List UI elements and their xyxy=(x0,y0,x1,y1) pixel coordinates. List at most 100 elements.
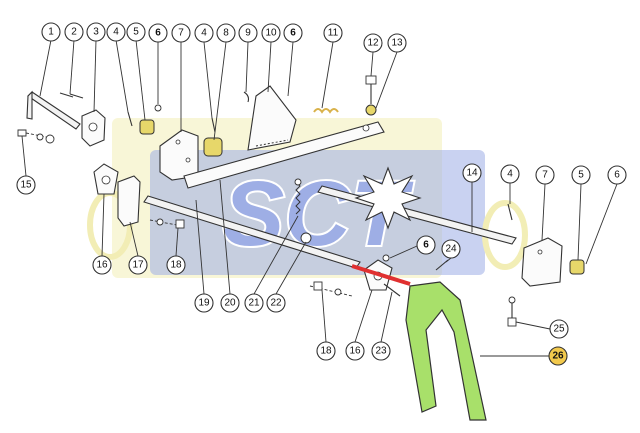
callout-label: 10 xyxy=(265,28,277,39)
detail-starburst xyxy=(354,166,422,230)
callout-label: 17 xyxy=(132,260,144,271)
callout-6c: 6 xyxy=(607,165,627,185)
callout-label: 16 xyxy=(349,346,361,357)
parts xyxy=(17,75,585,421)
callout-label: 21 xyxy=(248,298,260,309)
plate-hole xyxy=(175,139,181,145)
bolt-head xyxy=(365,75,377,85)
tension-spring xyxy=(313,108,339,114)
callout-14: 14 xyxy=(462,163,482,183)
callout-label: 15 xyxy=(20,180,32,191)
callout-4: 4 xyxy=(106,22,126,42)
callout-4c: 4 xyxy=(500,164,520,184)
flat-linkage-bar xyxy=(183,121,385,189)
callout-label: 16 xyxy=(96,260,108,271)
callout-label: 23 xyxy=(375,346,387,357)
grease-nipple xyxy=(382,254,390,262)
nut xyxy=(45,134,55,144)
callout-label: 19 xyxy=(198,298,210,309)
callout-label: 3 xyxy=(93,27,99,38)
pivot-hole xyxy=(101,175,111,185)
leader-25 xyxy=(515,321,551,330)
return-spring xyxy=(295,181,301,215)
leader-3 xyxy=(93,39,97,113)
cotter-pin xyxy=(69,93,84,99)
leader-16a xyxy=(101,193,105,257)
bolt-head xyxy=(17,129,27,137)
callout-label: 7 xyxy=(542,170,548,181)
red-axis-marker xyxy=(351,264,411,286)
leader-9 xyxy=(245,41,249,93)
callout-17: 17 xyxy=(128,255,148,275)
bushing xyxy=(569,259,585,275)
callout-label: 4 xyxy=(201,28,207,39)
leader-12 xyxy=(370,51,374,77)
callout-label: 5 xyxy=(578,170,584,181)
leader-18a xyxy=(175,227,179,257)
callout-label: 24 xyxy=(445,244,457,255)
lever-handle xyxy=(27,91,81,130)
callout-label: 20 xyxy=(224,298,236,309)
leader-23 xyxy=(380,291,393,343)
callout-label: 5 xyxy=(133,27,139,38)
callout-8: 8 xyxy=(216,23,236,43)
leader-21 xyxy=(253,215,299,295)
bushing xyxy=(139,119,155,135)
leader-24 xyxy=(445,257,452,263)
leader-18b xyxy=(321,289,327,343)
callout-label: 6 xyxy=(290,28,296,39)
washer xyxy=(334,288,342,296)
callout-label: 22 xyxy=(270,298,282,309)
washer xyxy=(508,296,516,304)
callout-12: 12 xyxy=(363,33,383,53)
leader-5b xyxy=(577,183,582,261)
leader-7b xyxy=(541,183,546,241)
plate-hole xyxy=(537,249,543,255)
spring-clip xyxy=(243,91,250,103)
leader-1 xyxy=(39,39,52,97)
leader-6b xyxy=(287,41,294,97)
callout-6: 6 xyxy=(148,23,168,43)
callout-6d: 6 xyxy=(416,235,436,255)
callout-7: 7 xyxy=(171,23,191,43)
leader-4b xyxy=(203,41,213,119)
callout-23: 23 xyxy=(371,341,391,361)
callout-9: 9 xyxy=(238,23,258,43)
callout-26-highlighted: 26 xyxy=(548,346,568,366)
callout-15: 15 xyxy=(16,175,36,195)
callout-4b: 4 xyxy=(194,23,214,43)
callout-label: 8 xyxy=(223,28,229,39)
leader-13 xyxy=(375,51,398,109)
callout-16: 16 xyxy=(92,255,112,275)
callout-label: 6 xyxy=(423,240,429,251)
callout-25: 25 xyxy=(549,319,569,339)
cotter-pin xyxy=(59,92,74,98)
washer xyxy=(36,133,44,141)
callout-19: 19 xyxy=(194,293,214,313)
callout-label: 9 xyxy=(245,28,251,39)
callout-3: 3 xyxy=(86,22,106,42)
leader-11 xyxy=(321,41,334,109)
roll-pin xyxy=(211,117,216,133)
bolt-head xyxy=(313,281,323,291)
roll-pin xyxy=(507,203,513,221)
washer xyxy=(300,232,312,244)
roll-pin xyxy=(127,111,133,127)
callout-2: 2 xyxy=(64,22,84,42)
grease-nipple xyxy=(154,104,162,112)
quadrant-teeth xyxy=(255,139,289,147)
callout-label: 6 xyxy=(155,28,161,39)
leader-lines xyxy=(21,39,618,357)
callout-22: 22 xyxy=(266,293,286,313)
lever-handle-bend xyxy=(26,90,33,120)
callout-label: 11 xyxy=(328,28,339,39)
callout-label: 1 xyxy=(48,27,54,38)
callout-label: 4 xyxy=(113,27,119,38)
leader-6c xyxy=(585,183,618,265)
shift-fork xyxy=(405,281,487,421)
callout-label: 4 xyxy=(507,169,513,180)
callout-label: 6 xyxy=(614,170,620,181)
callout-label: 12 xyxy=(367,38,379,49)
callout-label: 13 xyxy=(391,38,403,49)
